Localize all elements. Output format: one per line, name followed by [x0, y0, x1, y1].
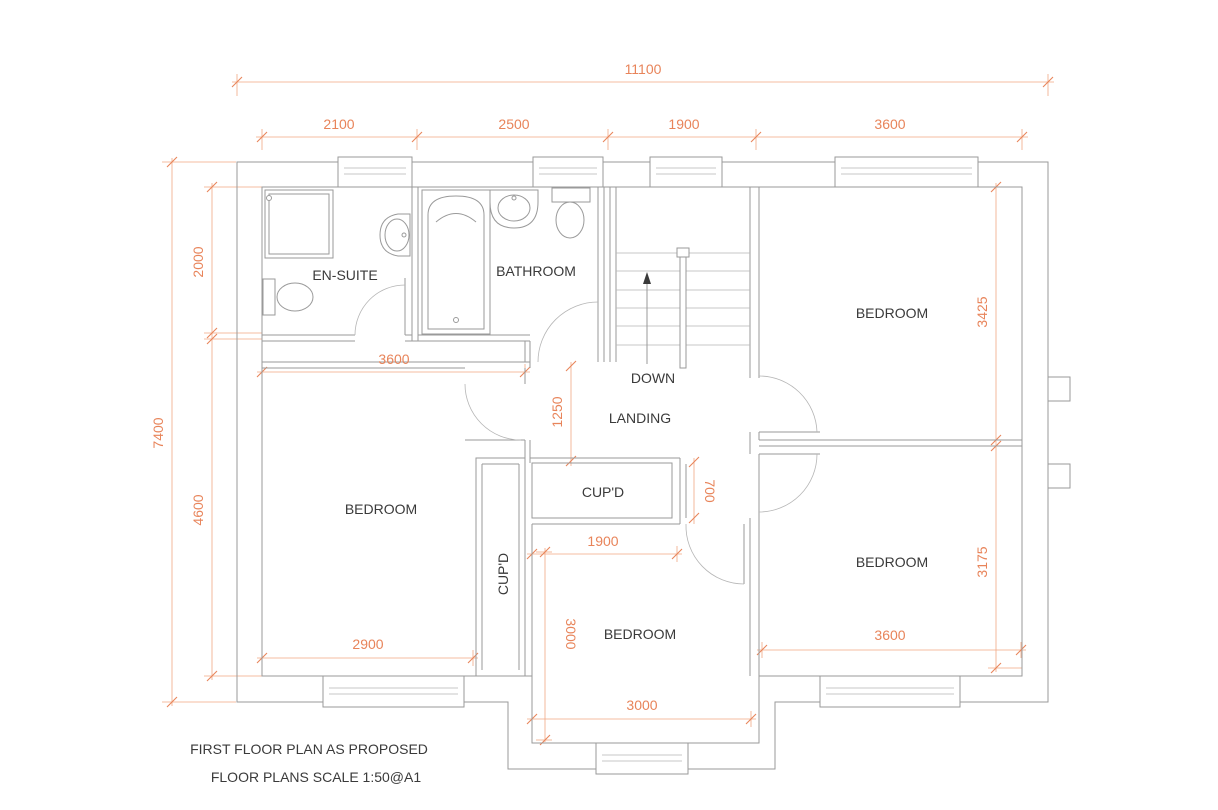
dim-2100: 2100: [323, 116, 354, 132]
room-label-down: DOWN: [631, 370, 675, 386]
dimension-labels: 11100 2100 2500 1900 3600 7400 2000 4600…: [150, 61, 990, 713]
dim-1250: 1250: [549, 396, 565, 427]
room-label-landing: LANDING: [609, 410, 671, 426]
dim-3000-vertical: 3000: [563, 618, 579, 649]
room-labels: EN-SUITE BATHROOM BEDROOM DOWN LANDING B…: [312, 263, 928, 642]
room-label-bedroom-s: BEDROOM: [604, 626, 676, 642]
dim-700: 700: [702, 479, 718, 503]
dim-3600-top: 3600: [874, 116, 905, 132]
room-label-cupd-vertical: CUP'D: [495, 553, 511, 595]
room-label-bathroom: BATHROOM: [496, 263, 576, 279]
dim-1900-top: 1900: [668, 116, 699, 132]
room-label-bedroom-w: BEDROOM: [345, 501, 417, 517]
internal-walls: [262, 187, 1022, 677]
dim-11100: 11100: [625, 61, 662, 77]
room-label-cupd-landing: CUP'D: [582, 484, 624, 500]
dim-4600: 4600: [190, 494, 206, 525]
dim-2000: 2000: [190, 246, 206, 277]
room-label-bedroom-se: BEDROOM: [856, 554, 928, 570]
room-label-en-suite: EN-SUITE: [312, 267, 377, 283]
drawing-scale: FLOOR PLANS SCALE 1:50@A1: [211, 769, 422, 785]
dim-3600-mid: 3600: [378, 351, 409, 367]
drawing-title: FIRST FLOOR PLAN AS PROPOSED: [190, 741, 428, 757]
door-swings: [354, 278, 820, 585]
dim-3600-bottom: 3600: [874, 627, 905, 643]
dim-1900-mid: 1900: [587, 533, 618, 549]
dim-2500: 2500: [498, 116, 529, 132]
dim-2900: 2900: [352, 636, 383, 652]
dim-3175: 3175: [974, 546, 990, 577]
dim-3000-bottom: 3000: [626, 697, 657, 713]
windows: [322, 156, 979, 775]
dim-3425: 3425: [974, 296, 990, 327]
staircase: [616, 247, 750, 369]
sanitary-fixtures: [262, 187, 591, 335]
room-label-bedroom-ne: BEDROOM: [856, 305, 928, 321]
dimension-lines: [162, 74, 1054, 746]
drawing-title-block: FIRST FLOOR PLAN AS PROPOSED FLOOR PLANS…: [190, 741, 428, 785]
dim-7400: 7400: [150, 417, 166, 448]
